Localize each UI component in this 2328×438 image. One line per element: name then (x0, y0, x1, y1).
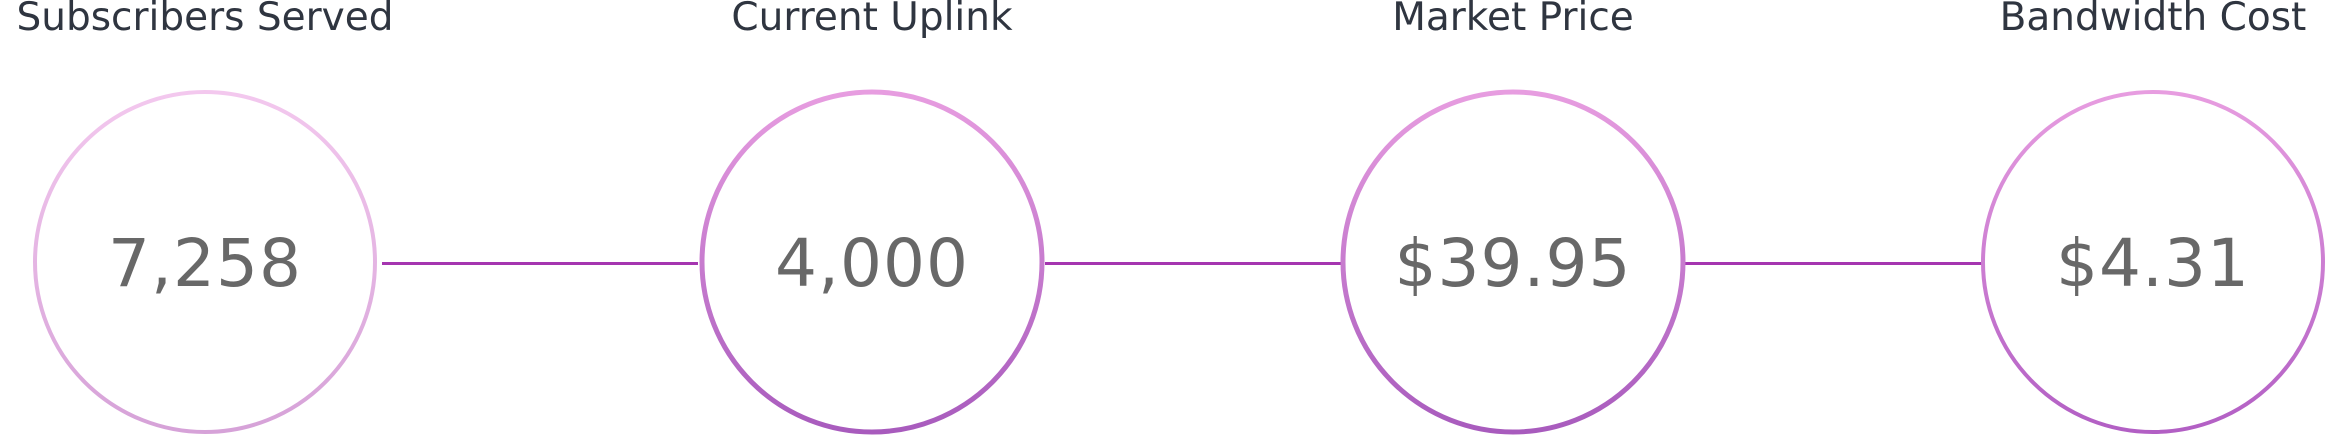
metric-label-market-price: Market Price (1392, 0, 1634, 40)
metric-circle-market-price (1339, 88, 1687, 436)
metric-value-current-uplink: 4,000 (775, 225, 969, 302)
metric-value-market-price: $39.95 (1394, 225, 1632, 302)
connector-line (382, 262, 698, 265)
connector-line (1685, 262, 1983, 265)
metric-label-bandwidth-cost: Bandwidth Cost (1999, 0, 2307, 40)
metric-value-subscribers-served: 7,258 (108, 225, 302, 302)
ring-outline (1340, 89, 1686, 435)
connector-line (1045, 262, 1343, 265)
metric-circle-subscribers-served (31, 88, 379, 436)
metric-circle-bandwidth-cost (1979, 88, 2327, 436)
ring-outline (699, 89, 1045, 435)
metric-label-current-uplink: Current Uplink (731, 0, 1013, 40)
metric-circle-current-uplink (698, 88, 1046, 436)
ring-outline (33, 90, 377, 434)
ring-outline (1981, 90, 2325, 434)
metric-label-subscribers-served: Subscribers Served (16, 0, 394, 40)
metric-value-bandwidth-cost: $4.31 (2056, 225, 2250, 302)
